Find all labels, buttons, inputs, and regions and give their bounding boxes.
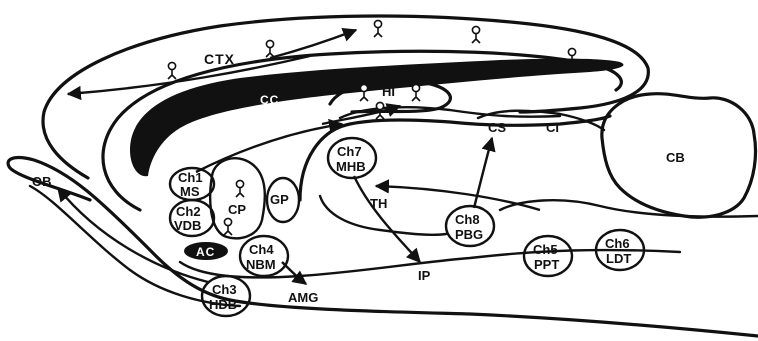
nucleus-ch5-region: PPT bbox=[534, 257, 559, 272]
arrow-pbg-to-th bbox=[376, 186, 540, 210]
neuron-icon bbox=[168, 62, 176, 79]
nucleus-ch7-code: Ch7 bbox=[337, 144, 362, 159]
neuron-icon bbox=[412, 84, 420, 101]
ctx-label: CTX bbox=[204, 51, 235, 67]
ip-label: IP bbox=[418, 268, 431, 283]
corpus-callosum-label: CC bbox=[260, 93, 279, 107]
nucleus-ch5-code: Ch5 bbox=[533, 242, 558, 257]
nucleus-ch8: Ch8 PBG bbox=[446, 206, 494, 246]
neuron-icon bbox=[374, 20, 382, 37]
nucleus-ch6-region: LDT bbox=[606, 251, 631, 266]
neuron-icon bbox=[224, 218, 232, 235]
ob-label: OB bbox=[32, 174, 52, 189]
nucleus-ch2-code: Ch2 bbox=[176, 204, 201, 219]
nucleus-ch8-region: PBG bbox=[455, 227, 483, 242]
th-label: TH bbox=[370, 196, 387, 211]
olfactory-bulb-outline bbox=[8, 158, 758, 336]
neuron-icon bbox=[236, 180, 244, 197]
gp-label: GP bbox=[270, 192, 289, 207]
nucleus-ch5: Ch5 PPT bbox=[524, 236, 572, 276]
hi-label: HI bbox=[382, 84, 395, 99]
nucleus-ch1-code: Ch1 bbox=[178, 170, 203, 185]
nucleus-ch3-code: Ch3 bbox=[212, 282, 237, 297]
cp-label: CP bbox=[228, 202, 246, 217]
nucleus-ch2-region: VDB bbox=[174, 218, 201, 233]
nucleus-ch1-region: MS bbox=[180, 184, 200, 199]
nucleus-ch4: Ch4 NBM bbox=[240, 236, 288, 276]
nucleus-ch6-code: Ch6 bbox=[605, 236, 630, 251]
neuron-icon bbox=[266, 40, 274, 57]
cb-label: CB bbox=[666, 150, 685, 165]
caudate-putamen-outline bbox=[210, 158, 265, 238]
nucleus-ch1: Ch1 MS bbox=[170, 168, 214, 200]
nucleus-ch2: Ch2 VDB bbox=[170, 200, 214, 236]
amg-label: AMG bbox=[288, 290, 318, 305]
nucleus-ch7-region: MHB bbox=[336, 159, 366, 174]
nucleus-ch7: Ch7 MHB bbox=[328, 138, 376, 178]
nucleus-ch3: Ch3 HDB bbox=[202, 276, 250, 316]
neuron-icon bbox=[472, 26, 480, 43]
nucleus-ch4-code: Ch4 bbox=[249, 242, 274, 257]
anterior-commissure-label: AC bbox=[196, 245, 215, 259]
ci-label: CI bbox=[546, 120, 559, 135]
nucleus-ch3-region: HDB bbox=[209, 297, 237, 312]
cs-label: CS bbox=[488, 120, 506, 135]
neuron-icon bbox=[360, 84, 368, 101]
nucleus-ch4-region: NBM bbox=[246, 257, 276, 272]
nucleus-ch8-code: Ch8 bbox=[455, 212, 480, 227]
